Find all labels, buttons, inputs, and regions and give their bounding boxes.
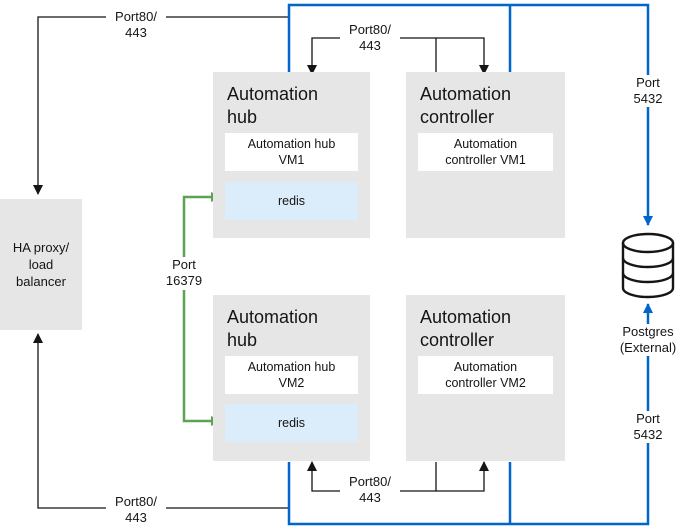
port-label-lb-bottom: Port80/443	[106, 494, 166, 526]
port-label-hub-ctrl-bottom: Port80/443	[340, 474, 400, 506]
hub-ctrl-bottom-connector-2	[436, 461, 489, 492]
lb-bottom-connector	[33, 333, 289, 509]
lb-label-line2: load	[28, 257, 54, 272]
lb-label-line3: balancer	[16, 274, 66, 289]
redis-link-line-2	[182, 290, 221, 426]
hub-2-redis: redis	[225, 404, 358, 442]
redis-link-line	[182, 192, 221, 258]
database-icon	[621, 232, 675, 299]
hub-ctrl-top-connector-2	[436, 37, 489, 75]
port-label-hub-ctrl-top: Port80/443	[340, 22, 400, 54]
lb-label-line1: HA proxy/	[12, 240, 70, 255]
port-label-lb-top: Port80/443	[106, 9, 166, 41]
load-balancer: HA proxy/ load balancer	[0, 199, 82, 330]
hub-1-redis: redis	[225, 182, 358, 220]
lb-top-connector	[33, 16, 289, 195]
db-frame-line	[287, 3, 653, 226]
database-label: Postgres(External)	[610, 324, 686, 356]
